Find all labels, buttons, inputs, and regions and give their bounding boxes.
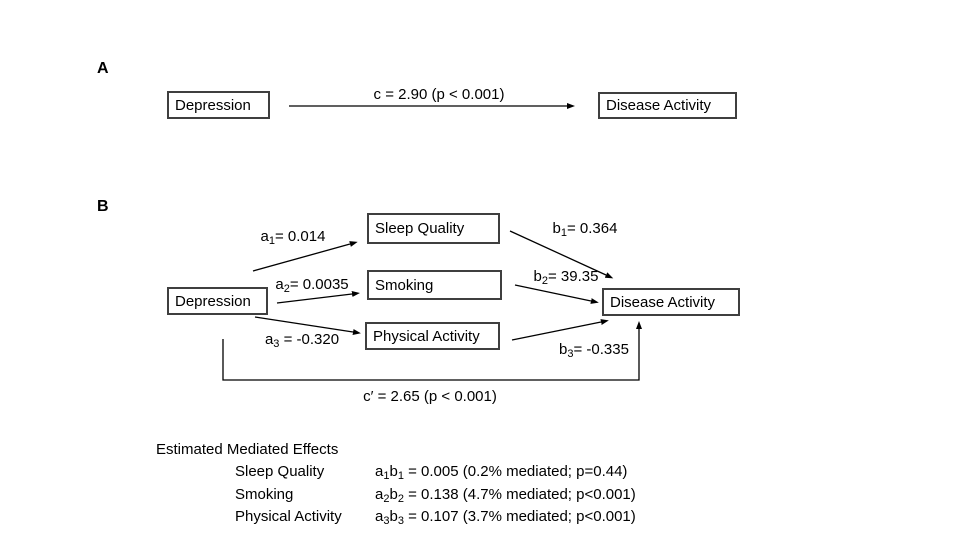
panel-b-label: B — [97, 198, 109, 215]
node-physical-activity: Physical Activity — [365, 322, 500, 350]
effect-term2: b — [389, 463, 398, 480]
effect-sub2: 3 — [397, 515, 404, 527]
path-b3-value: = -0.335 — [573, 341, 629, 358]
path-a2-sub: 2 — [283, 283, 290, 295]
node-depression-a: Depression — [167, 91, 270, 119]
node-disease-activity-a: Disease Activity — [598, 92, 737, 119]
effects-title: Estimated Mediated Effects — [156, 441, 339, 458]
path-a2-arrow — [276, 291, 360, 304]
path-b1-sub: 1 — [560, 227, 567, 239]
path-b2-sub: 2 — [541, 275, 548, 287]
effect-row-physical-activity: Physical Activity a3b3 = 0.107 (3.7% med… — [0, 508, 960, 527]
effect-sub1: 1 — [383, 470, 390, 482]
effect-sub1: 3 — [383, 515, 390, 527]
path-b3-base: b — [559, 341, 568, 358]
path-a3-label: a3 = -0.320 — [264, 331, 340, 350]
effect-value: a1b1 = 0.005 (0.2% mediated; p=0.44) — [375, 463, 628, 482]
effect-term2: b — [389, 486, 398, 503]
path-a3-sub: 3 — [273, 338, 280, 350]
path-c-prime-label: c′ = 2.65 (p < 0.001) — [363, 388, 497, 405]
effect-term1: a — [375, 486, 384, 503]
path-a1-value: = 0.014 — [275, 228, 326, 245]
effect-sub1: 2 — [383, 493, 390, 505]
effect-label: Sleep Quality — [235, 463, 325, 480]
effect-term2: b — [389, 508, 398, 525]
path-b1-arrow — [509, 230, 614, 279]
path-c-prime-arrow — [222, 321, 642, 381]
path-a3-base: a — [264, 331, 274, 348]
effect-label: Physical Activity — [235, 508, 342, 525]
path-c-label: c = 2.90 (p < 0.001) — [373, 86, 505, 103]
effect-sub2: 1 — [397, 470, 404, 482]
path-b3-arrow — [511, 319, 609, 341]
path-b1-base: b — [552, 220, 561, 237]
effect-result: = 0.107 (3.7% mediated; p<0.001) — [403, 508, 636, 525]
path-b3-label: b3= -0.335 — [559, 341, 629, 360]
effect-result: = 0.138 (4.7% mediated; p<0.001) — [403, 486, 636, 503]
path-a2-base: a — [275, 276, 284, 293]
path-a3-value: = -0.320 — [279, 331, 340, 348]
path-a3-arrow — [254, 316, 361, 335]
panel-a-label: A — [97, 60, 109, 77]
path-a1-base: a — [260, 228, 269, 245]
path-b1-value: = 0.364 — [567, 220, 618, 237]
path-b1-label: b1= 0.364 — [552, 220, 618, 239]
path-b2-value: = 39.35 — [548, 268, 599, 285]
node-depression-b: Depression — [167, 287, 268, 315]
effect-value: a3b3 = 0.107 (3.7% mediated; p<0.001) — [375, 508, 636, 527]
path-a1-arrow — [252, 241, 358, 272]
path-b2-label: b2= 39.35 — [533, 268, 599, 287]
effect-label: Smoking — [235, 486, 294, 503]
path-a1-label: a1= 0.014 — [260, 228, 326, 247]
path-a2-label: a2= 0.0035 — [275, 276, 349, 295]
node-sleep-quality: Sleep Quality — [367, 213, 500, 244]
effect-sub2: 2 — [397, 493, 404, 505]
node-disease-activity-b: Disease Activity — [602, 288, 740, 316]
effect-row-sleep-quality: Sleep Quality a1b1 = 0.005 (0.2% mediate… — [0, 463, 960, 482]
effect-term1: a — [375, 463, 384, 480]
path-a2-value: = 0.0035 — [289, 276, 349, 293]
effect-result: = 0.005 (0.2% mediated; p=0.44) — [403, 463, 628, 480]
path-b2-arrow — [514, 284, 599, 304]
path-b3-sub: 3 — [567, 348, 574, 360]
effect-row-smoking: Smoking a2b2 = 0.138 (4.7% mediated; p<0… — [0, 486, 960, 505]
path-a1-sub: 1 — [268, 235, 275, 247]
effect-value: a2b2 = 0.138 (4.7% mediated; p<0.001) — [375, 486, 636, 505]
node-smoking: Smoking — [367, 270, 502, 300]
path-b2-base: b — [533, 268, 542, 285]
effect-term1: a — [375, 508, 384, 525]
